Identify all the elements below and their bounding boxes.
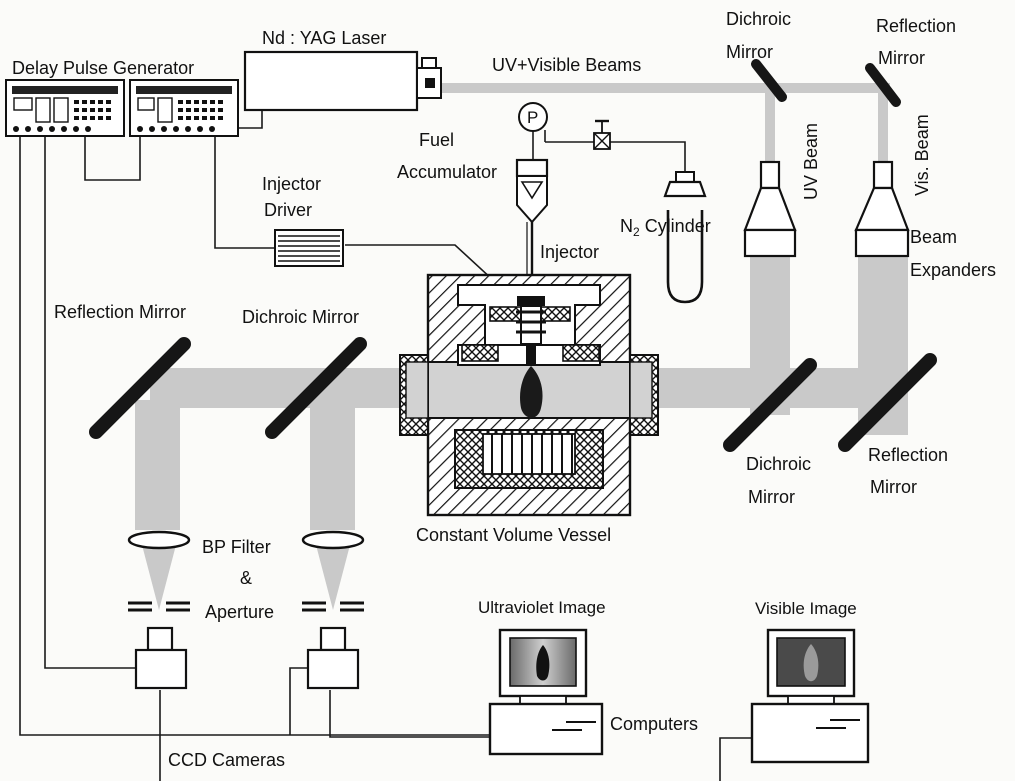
label-dichroic-right-1: Dichroic <box>746 454 811 474</box>
label-injector: Injector <box>540 242 599 262</box>
label-reflection-top-2: Mirror <box>878 48 925 68</box>
label-bp-filter: BP Filter <box>202 537 271 557</box>
constant-volume-vessel <box>400 275 658 515</box>
label-ultraviolet-image: Ultraviolet Image <box>478 598 606 617</box>
label-fuel: Fuel <box>419 130 454 150</box>
label-aperture: Aperture <box>205 602 274 622</box>
ccd-camera-left <box>136 628 186 688</box>
label-dichroic-right-2: Mirror <box>748 487 795 507</box>
label-visible-image: Visible Image <box>755 599 857 618</box>
label-beam: Beam <box>910 227 957 247</box>
label-reflection-mirror-left: Reflection Mirror <box>54 302 186 322</box>
ccd-camera-right <box>308 628 358 688</box>
delay-pulse-generator-2 <box>130 80 238 136</box>
label-uv-beam: UV Beam <box>801 123 821 200</box>
label-expanders: Expanders <box>910 260 996 280</box>
label-dichroic-mirror-left: Dichroic Mirror <box>242 307 359 327</box>
label-dichroic-top-2: Mirror <box>726 42 773 62</box>
label-constant-volume-vessel: Constant Volume Vessel <box>416 525 611 545</box>
injector-driver <box>275 230 343 266</box>
valve-icon <box>594 121 610 149</box>
label-computers: Computers <box>610 714 698 734</box>
bp-filter-lens-right <box>303 532 363 548</box>
fuel-system <box>517 103 705 302</box>
label-vis-beam: Vis. Beam <box>912 114 932 196</box>
uv-beam-expander <box>745 162 795 256</box>
label-bp-filter-and: & <box>240 568 252 588</box>
uv-computer <box>490 630 602 754</box>
vis-beam-expander <box>856 162 908 256</box>
label-reflection-top-1: Reflection <box>876 16 956 36</box>
bp-filter-lens-left <box>129 532 189 548</box>
label-injector-driver-2: Driver <box>264 200 312 220</box>
label-injector-driver-1: Injector <box>262 174 321 194</box>
label-reflection-right-1: Reflection <box>868 445 948 465</box>
label-reflection-right-2: Mirror <box>870 477 917 497</box>
vis-computer <box>752 630 868 762</box>
label-delay-pulse-generator: Delay Pulse Generator <box>12 58 194 78</box>
label-dichroic-top-1: Dichroic <box>726 9 791 29</box>
label-ccd-cameras: CCD Cameras <box>168 750 285 770</box>
signal-wires <box>20 110 752 781</box>
label-laser: Nd : YAG Laser <box>262 28 386 48</box>
label-accumulator: Accumulator <box>397 162 497 182</box>
n2-cylinder <box>665 172 705 302</box>
label-n2-cylinder: N2 Cylinder <box>620 216 711 239</box>
label-pressure-gauge: P <box>527 108 538 127</box>
delay-pulse-generator-1 <box>6 80 124 136</box>
nd-yag-laser <box>245 52 441 110</box>
label-uv-visible-beams: UV+Visible Beams <box>492 55 641 75</box>
